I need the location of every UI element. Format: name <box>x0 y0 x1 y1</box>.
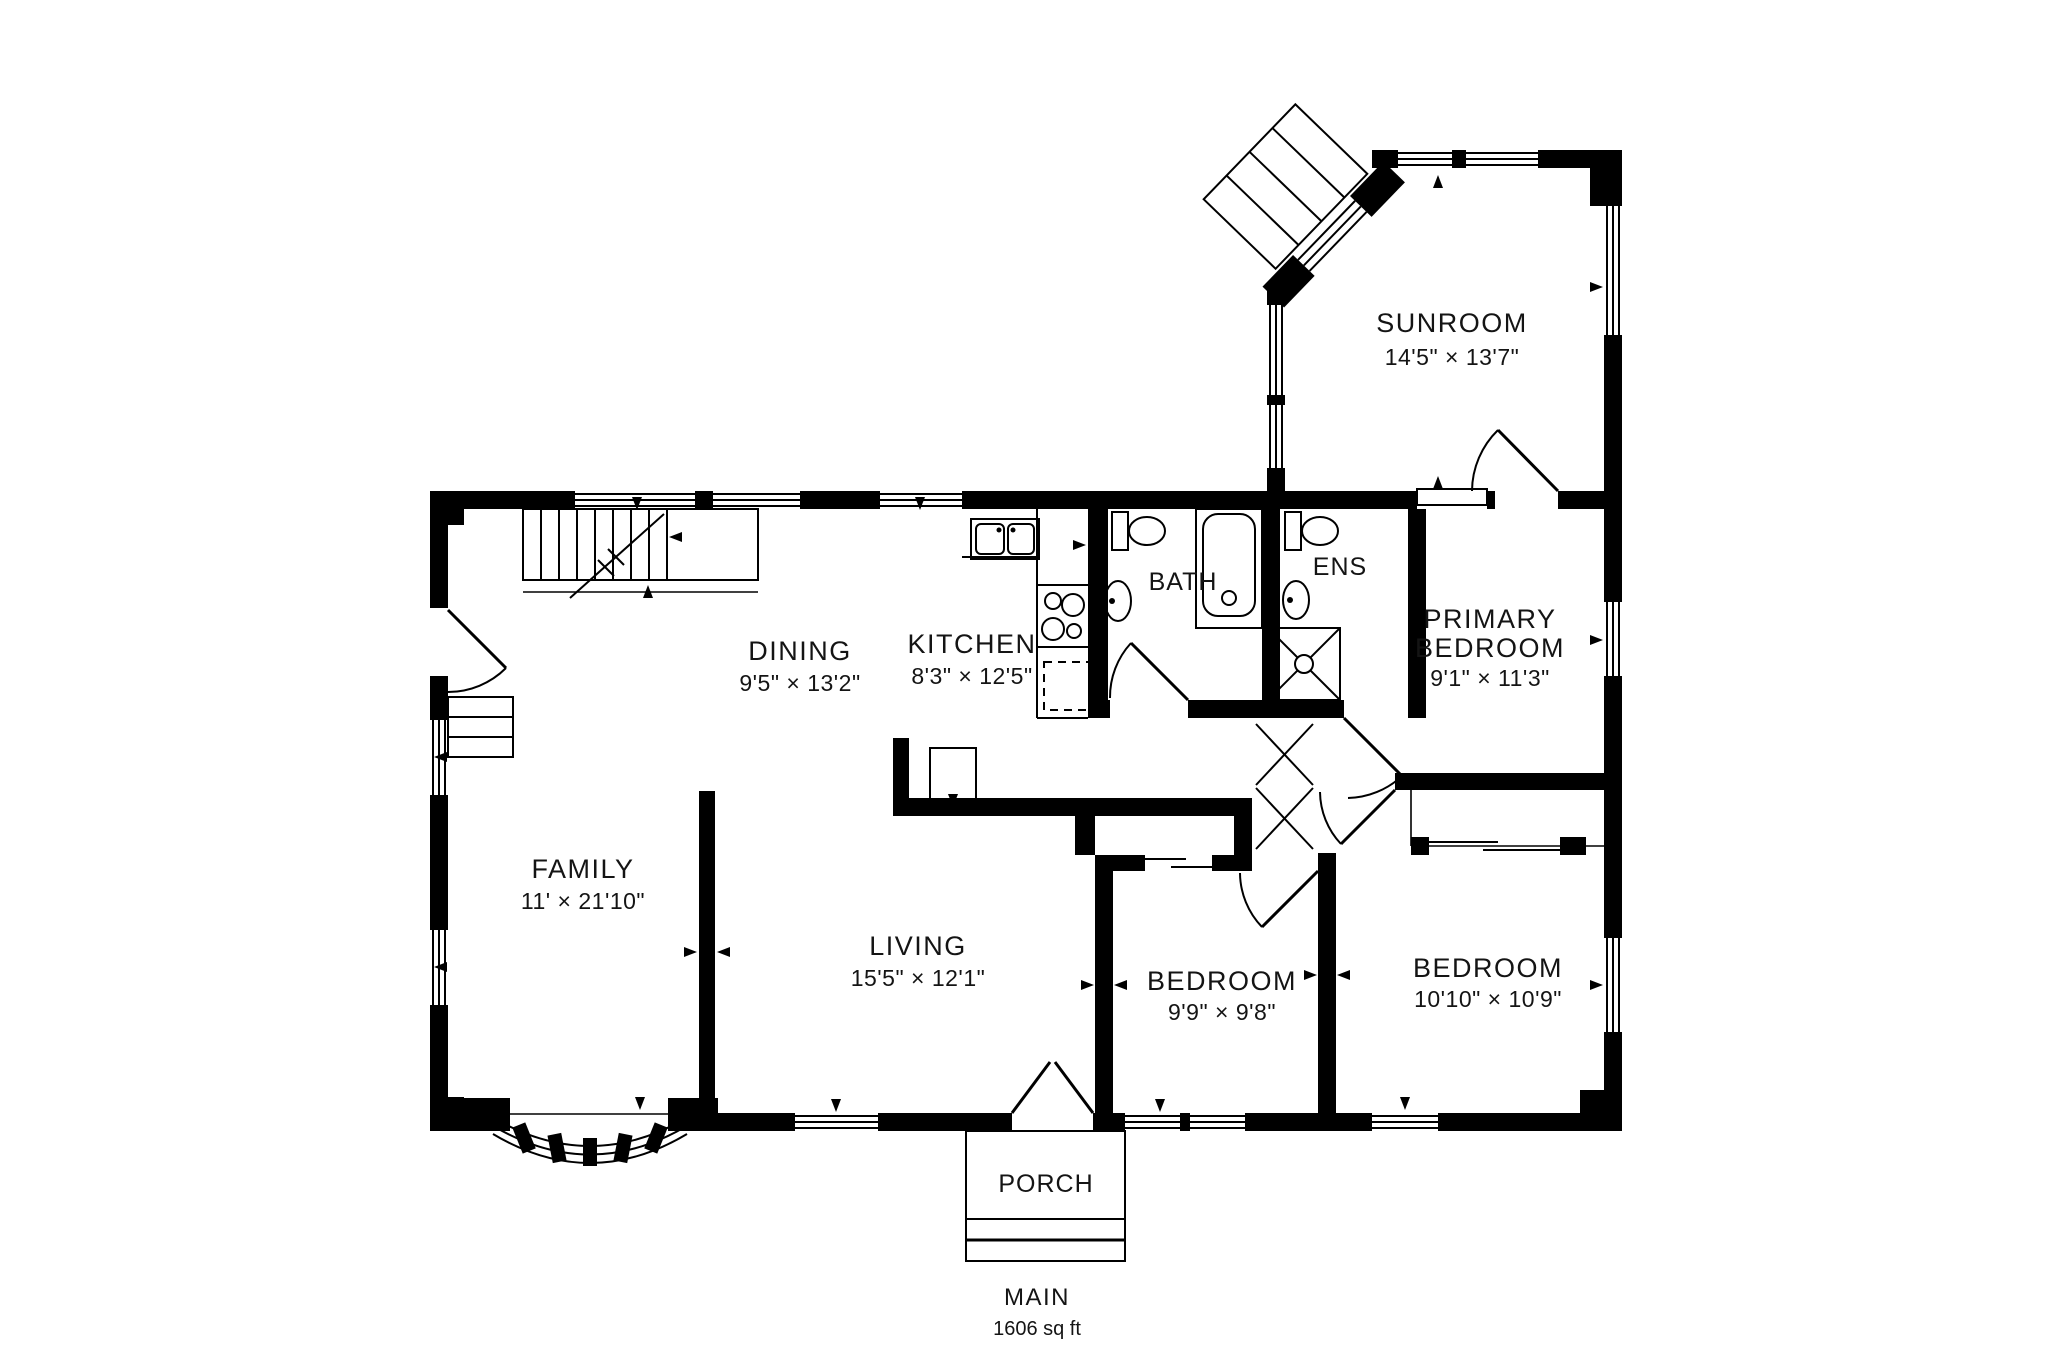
pass-through-opening <box>1416 488 1488 506</box>
primary-bedroom-name-line2: BEDROOM <box>1415 633 1565 663</box>
plan-markers <box>434 175 1603 1112</box>
kitchen-sink-icon <box>970 518 1040 560</box>
floor-summary: MAIN 1606 sq ft <box>993 1284 1081 1340</box>
room-label-dining: DINING 9'5" × 13'2" <box>739 636 860 696</box>
bathtub-icon <box>1195 508 1263 629</box>
bedroom2-bottom-window <box>1372 1115 1438 1129</box>
living-bottom-window <box>795 1115 878 1129</box>
bay-window <box>492 1113 688 1166</box>
ens-toilet-icon <box>1284 511 1339 551</box>
room-label-bedroom-1: BEDROOM 9'9" × 9'8" <box>1147 966 1297 1025</box>
sunroom-top-window-2 <box>1466 152 1538 166</box>
kitchen-name: KITCHEN <box>907 629 1036 659</box>
ens-name: ENS <box>1313 553 1367 581</box>
bedroom1-left-wall <box>1095 871 1113 1113</box>
bath-name: BATH <box>1149 568 1218 596</box>
living-closet <box>929 747 977 803</box>
bedroom1-name: BEDROOM <box>1147 966 1297 996</box>
porch-structure <box>965 1130 1126 1262</box>
bath-fixtures <box>1104 508 1341 701</box>
shower-icon <box>1267 627 1341 701</box>
bedroom2-dims: 10'10" × 10'9" <box>1414 986 1562 1012</box>
bedroom1-bedroom2-wall <box>1318 853 1336 1113</box>
sunroom-structure <box>1202 102 1604 509</box>
room-label-ens: ENS <box>1313 553 1367 581</box>
bath-left-wall <box>1088 509 1108 700</box>
sunroom-door <box>1471 428 1560 493</box>
primary-bedroom-name-line1: PRIMARY <box>1423 604 1556 634</box>
sunroom-name: SUNROOM <box>1376 308 1528 338</box>
room-label-family: FAMILY 11' × 21'10" <box>521 854 645 914</box>
family-living-wall <box>699 791 715 1113</box>
doors <box>446 608 1404 1114</box>
interior-stairs <box>447 508 759 758</box>
room-label-bedroom-2: BEDROOM 10'10" × 10'9" <box>1413 953 1563 1012</box>
family-dims: 11' × 21'10" <box>521 888 645 914</box>
bath-door <box>1108 641 1190 702</box>
sunroom-right-window <box>1606 205 1620 335</box>
kitchen-fixtures <box>929 509 1091 803</box>
family-entry-door <box>446 608 508 694</box>
dining-window-2 <box>713 493 800 507</box>
primary-bedroom-dims: 9'1" × 11'3" <box>1430 665 1550 691</box>
bedroom1-door <box>1239 869 1320 929</box>
room-label-porch: PORCH <box>998 1170 1093 1198</box>
stair-direction-line <box>569 513 665 599</box>
hall-wall <box>893 798 1252 816</box>
ens-primary-wall <box>1408 509 1426 718</box>
primary-right-window <box>1606 602 1620 676</box>
front-double-door <box>1010 1061 1095 1114</box>
sunroom-angled-wall <box>1202 102 1405 308</box>
bath-ens-wall <box>1262 509 1280 628</box>
exterior-stairs <box>1202 102 1369 271</box>
room-label-living: LIVING 15'5" × 12'1" <box>851 931 986 991</box>
stair-lower-steps <box>447 696 514 758</box>
sunroom-left-window-2 <box>1269 405 1283 468</box>
bedroom1-bottom-window <box>1125 1115 1245 1129</box>
stove-icon <box>1041 592 1085 641</box>
windows <box>432 205 1620 1129</box>
ens-sink-icon <box>1282 580 1310 620</box>
primary-bedroom-door <box>1342 716 1404 799</box>
bedroom2-door <box>1319 788 1397 846</box>
kitchen-dims: 8'3" × 12'5" <box>911 663 1032 689</box>
dining-name: DINING <box>748 636 852 666</box>
bedroom2-name: BEDROOM <box>1413 953 1563 983</box>
room-label-bath: BATH <box>1149 568 1218 596</box>
room-label-sunroom: SUNROOM 14'5" × 13'7" <box>1376 308 1528 370</box>
bedroom2-closet-sliding-door <box>1429 841 1560 851</box>
floor-label: MAIN <box>1004 1284 1070 1311</box>
dining-dims: 9'5" × 13'2" <box>739 670 860 696</box>
dishwasher-icon <box>1043 661 1091 711</box>
room-label-kitchen: KITCHEN 8'3" × 12'5" <box>907 629 1036 689</box>
porch-name: PORCH <box>998 1170 1093 1198</box>
bedroom2-top-wall <box>1395 773 1604 790</box>
sunroom-left-window-1 <box>1269 305 1283 395</box>
room-label-primary-bedroom: PRIMARY BEDROOM 9'1" × 11'3" <box>1415 604 1565 691</box>
interior-walls <box>699 509 1604 1113</box>
sunroom-top-window-1 <box>1398 152 1452 166</box>
exterior-walls <box>430 150 1622 1131</box>
hall-closet-pivot-doors <box>1255 723 1314 850</box>
sunroom-dims: 14'5" × 13'7" <box>1385 344 1520 370</box>
floor-area: 1606 sq ft <box>993 1318 1081 1340</box>
bath-sink-icon <box>1104 580 1132 622</box>
room-labels: SUNROOM 14'5" × 13'7" BATH ENS PRIMARY B… <box>521 308 1565 1340</box>
family-name: FAMILY <box>531 854 634 884</box>
bedroom1-closet-sliding-door <box>1145 858 1212 868</box>
bedroom2-right-window <box>1606 938 1620 1032</box>
bedroom1-dims: 9'9" × 9'8" <box>1168 999 1276 1025</box>
bath-toilet-icon <box>1111 511 1166 551</box>
living-dims: 15'5" × 12'1" <box>851 965 986 991</box>
living-name: LIVING <box>869 931 967 961</box>
